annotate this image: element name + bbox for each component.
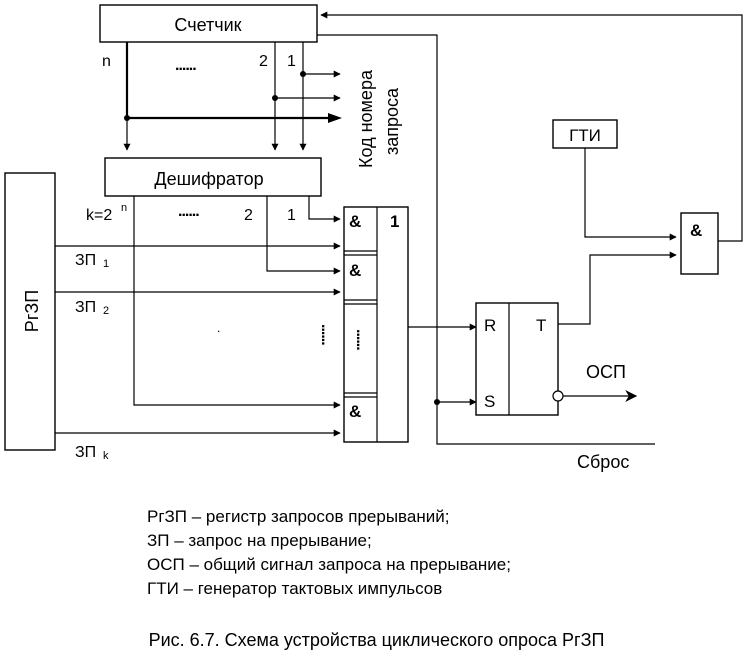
decoder-block: Дешифратор	[104, 157, 322, 197]
decoder-output-k-label: k=2	[86, 207, 112, 224]
gti-label: ГТИ	[569, 126, 601, 145]
counter-outputs-ellipsis: ......	[175, 57, 196, 74]
request-register-block: РгЗП	[4, 172, 56, 451]
svg-text:запроса: запроса	[382, 87, 402, 155]
legend: РгЗП – регистр запросов прерываний; ЗП –…	[147, 505, 511, 601]
t-to-and-wire	[558, 251, 677, 325]
legend-item: РгЗП – регистр запросов прерываний;	[147, 507, 450, 526]
osp-label: ОСП	[586, 362, 626, 382]
flipflop-block	[475, 302, 564, 416]
zp2-subscript: 2	[103, 305, 109, 317]
decoder-outputs-ellipsis: ......	[178, 203, 199, 220]
gate-array	[343, 206, 409, 443]
zpk-label: ЗП	[75, 444, 96, 461]
counter-output-1-label: 1	[287, 53, 296, 70]
and-gate-1-label: &	[349, 212, 361, 231]
reset-label: Сброс	[577, 452, 629, 472]
decoder-output-2-label: 2	[244, 207, 253, 224]
flipflop-r-label: R	[484, 316, 496, 335]
register-to-gates-wires	[55, 242, 341, 437]
stray-dot: .	[217, 321, 220, 335]
counter-output-n-label: n	[102, 53, 111, 70]
decoder-label: Дешифратор	[154, 169, 263, 189]
zp1-label: ЗП	[75, 252, 96, 269]
gti-block: ГТИ	[552, 119, 618, 149]
decoder-to-gates-wires	[133, 196, 341, 409]
zp1-subscript: 1	[103, 258, 109, 270]
or-gate-label: 1	[390, 212, 399, 231]
flipflop-s-label: S	[484, 392, 495, 411]
and-gate-2-label: &	[349, 261, 361, 280]
clock-and-gate	[680, 212, 719, 275]
figure-caption: Рис. 6.7. Схема устройства циклического …	[148, 630, 605, 650]
svg-text:Код номера: Код номера	[356, 69, 376, 168]
zpk-subscript: k	[103, 450, 109, 462]
zp2-label: ЗП	[75, 299, 96, 316]
counter-block: Счетчик	[99, 4, 318, 43]
gti-to-and-wire	[584, 148, 677, 241]
legend-item: ГТИ – генератор тактовых импульсов	[147, 579, 443, 598]
counter-label: Счетчик	[174, 15, 241, 35]
register-label: РгЗП	[22, 290, 42, 332]
and-gate-k-label: &	[349, 402, 361, 421]
counter-to-decoder-bus	[123, 42, 342, 151]
wires-vertical-ellipsis: ......	[318, 324, 335, 345]
clock-to-counter-wire	[320, 11, 743, 242]
request-code-label: Код номера запроса	[356, 69, 402, 168]
legend-item: ОСП – общий сигнал запроса на прерывание…	[147, 555, 511, 574]
gates-vertical-ellipsis: ......	[353, 329, 370, 350]
decoder-output-k-exponent: n	[121, 202, 127, 214]
counter-output-2-label: 2	[259, 53, 268, 70]
clock-and-gate-label: &	[690, 221, 702, 240]
legend-item: ЗП – запрос на прерывание;	[147, 531, 372, 550]
reset-line	[317, 34, 655, 445]
decoder-output-1-label: 1	[287, 207, 296, 224]
flipflop-t-label: T	[536, 316, 546, 335]
